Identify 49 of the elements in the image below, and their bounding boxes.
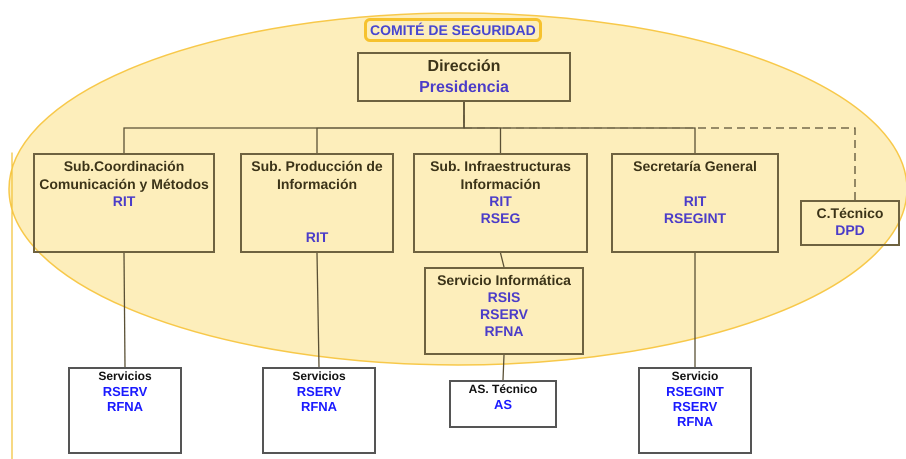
connector-line: [694, 253, 696, 367]
role-code: RSERV: [102, 384, 148, 399]
role-code: RSIS: [488, 289, 520, 306]
role-code: RFNA: [106, 399, 144, 414]
connector-line: [500, 252, 505, 268]
role-code: RIT: [489, 193, 512, 210]
role-code: DPD: [835, 222, 865, 239]
unit-name: AS. Técnico: [468, 382, 538, 397]
org-box: [357, 52, 571, 102]
connector-line: [123, 253, 126, 367]
org-box: [638, 367, 752, 454]
committee-label: COMITÉ DE SEGURIDAD: [364, 18, 542, 42]
role-code: AS: [494, 397, 512, 412]
role-code: RSERV: [480, 306, 528, 323]
role-code: RSEG: [480, 210, 520, 227]
role-code: RIT: [684, 193, 706, 210]
unit-name: Sub. Infraestructuras Información: [429, 157, 572, 193]
connector-line: [316, 252, 320, 368]
connector-line: [502, 354, 505, 380]
org-box: [611, 153, 779, 253]
org-box: [240, 153, 394, 253]
org-box: [262, 367, 376, 454]
unit-name: Secretaría General: [632, 157, 758, 175]
org-box: [449, 380, 557, 428]
role-code: RIT: [112, 193, 136, 210]
connector-line: [463, 102, 856, 200]
role-code: RSERV: [672, 399, 718, 414]
role-code: RSEGINT: [666, 384, 724, 399]
org-box: [68, 367, 182, 454]
line: [11, 152, 13, 459]
unit-name: Sub.Coordinación Comunicación y Métodos: [38, 157, 210, 193]
org-box: [33, 153, 215, 253]
unit-name: Servicios: [97, 369, 153, 384]
unit-name: Servicios: [291, 369, 347, 384]
org-box: [800, 200, 900, 246]
role-code: RFNA: [300, 399, 338, 414]
role-code: RFNA: [676, 414, 714, 429]
org-box: [424, 267, 584, 355]
role-code: RIT: [306, 229, 328, 246]
unit-name: C.Técnico: [816, 204, 884, 222]
role-code: RSEGINT: [664, 210, 726, 227]
role-code: Presidencia: [419, 78, 509, 98]
unit-name: Sub. Producción de Información: [250, 157, 384, 193]
role-code: RSERV: [296, 384, 342, 399]
unit-name: Servicio: [670, 369, 720, 384]
unit-name: Dirección: [426, 57, 502, 77]
unit-name: Servicio Informática: [436, 271, 572, 289]
role-code: RFNA: [484, 323, 524, 340]
org-box: [413, 153, 588, 253]
